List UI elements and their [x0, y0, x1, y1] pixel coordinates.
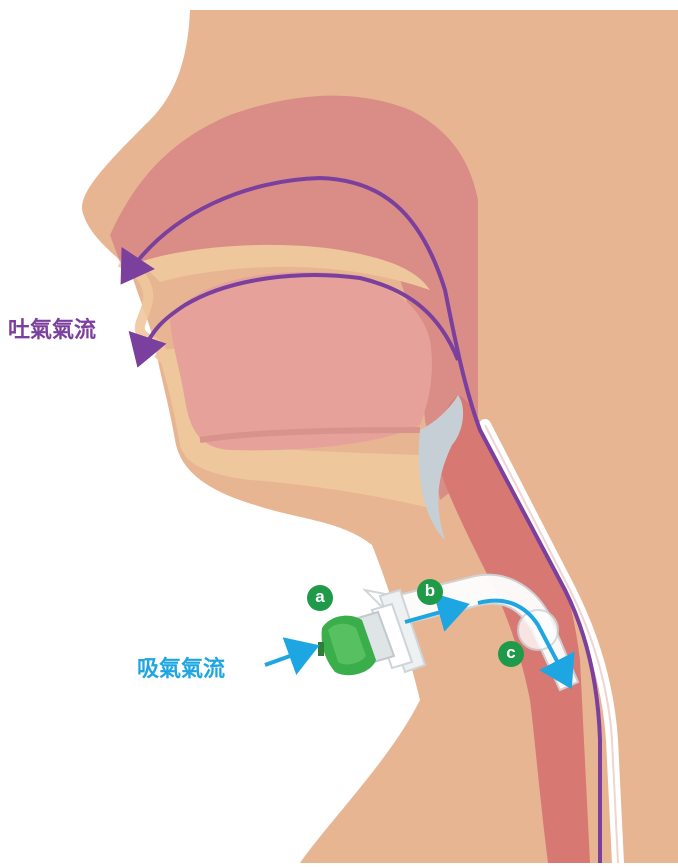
- inhale-flow-entry: [265, 648, 312, 665]
- tongue: [170, 272, 432, 451]
- marker-a: a: [307, 585, 333, 611]
- exhale-airflow-label: 吐氣氣流: [8, 312, 96, 344]
- inhale-airflow-label: 吸氣氣流: [137, 651, 225, 683]
- marker-c: c: [498, 641, 524, 667]
- marker-b: b: [417, 579, 443, 605]
